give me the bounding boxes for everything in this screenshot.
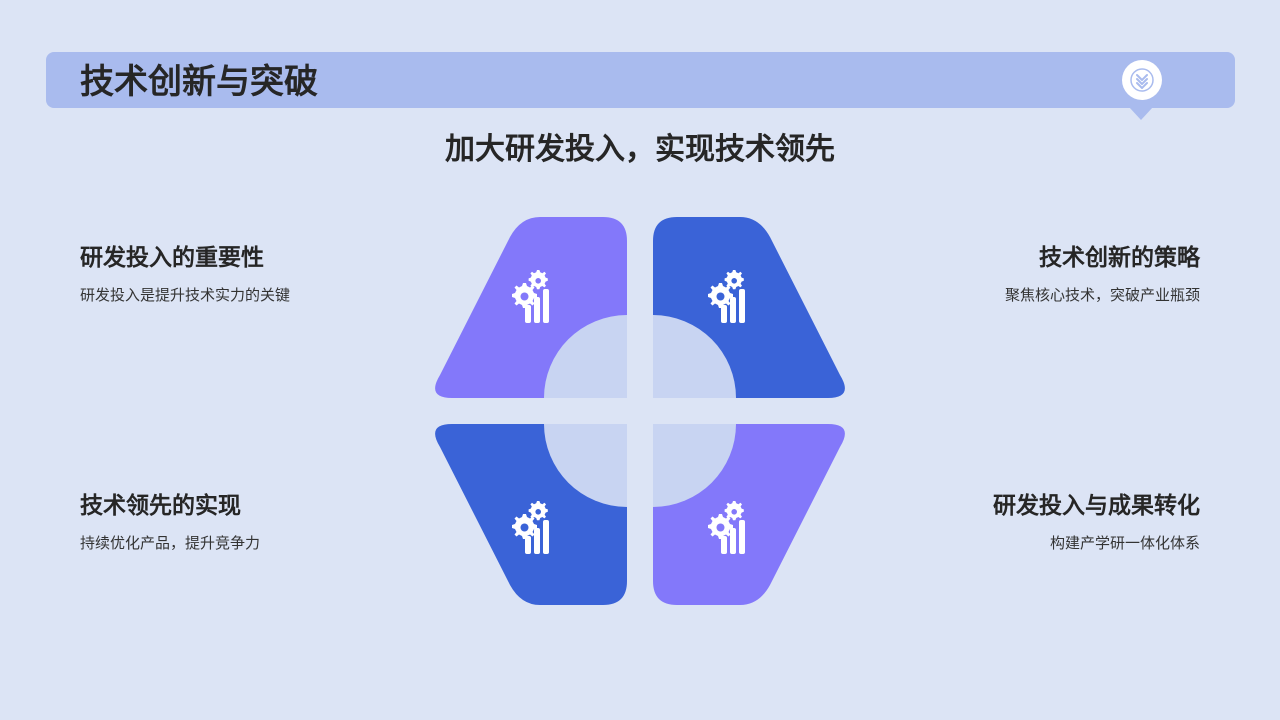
item-title-rd-transformation: 研发投入与成果转化: [993, 493, 1200, 519]
item-desc-rd-transformation: 构建产学研一体化体系: [1049, 534, 1200, 552]
center-quarter-bottom-right: [653, 424, 736, 507]
header-notch: [1129, 107, 1153, 120]
item-title-rd-importance: 研发投入的重要性: [80, 245, 264, 271]
item-desc-innovation-strategy: 聚焦核心技术，突破产业瓶颈: [1004, 286, 1200, 304]
item-title-innovation-strategy: 技术创新的策略: [1039, 245, 1200, 271]
item-title-tech-leadership: 技术领先的实现: [80, 493, 241, 519]
center-quarter-top-right: [653, 315, 736, 398]
center-quarter-top-left: [544, 315, 627, 398]
item-desc-rd-importance: 研发投入是提升技术实力的关键: [80, 286, 291, 304]
page-title: 技术创新与突破: [80, 62, 318, 102]
double-chevron-down-icon[interactable]: [1122, 60, 1162, 100]
header-bar: [46, 52, 1235, 108]
subtitle: 加大研发投入，实现技术领先: [445, 132, 835, 167]
center-quarter-bottom-left: [544, 424, 627, 507]
item-desc-tech-leadership: 持续优化产品，提升竞争力: [80, 534, 261, 552]
